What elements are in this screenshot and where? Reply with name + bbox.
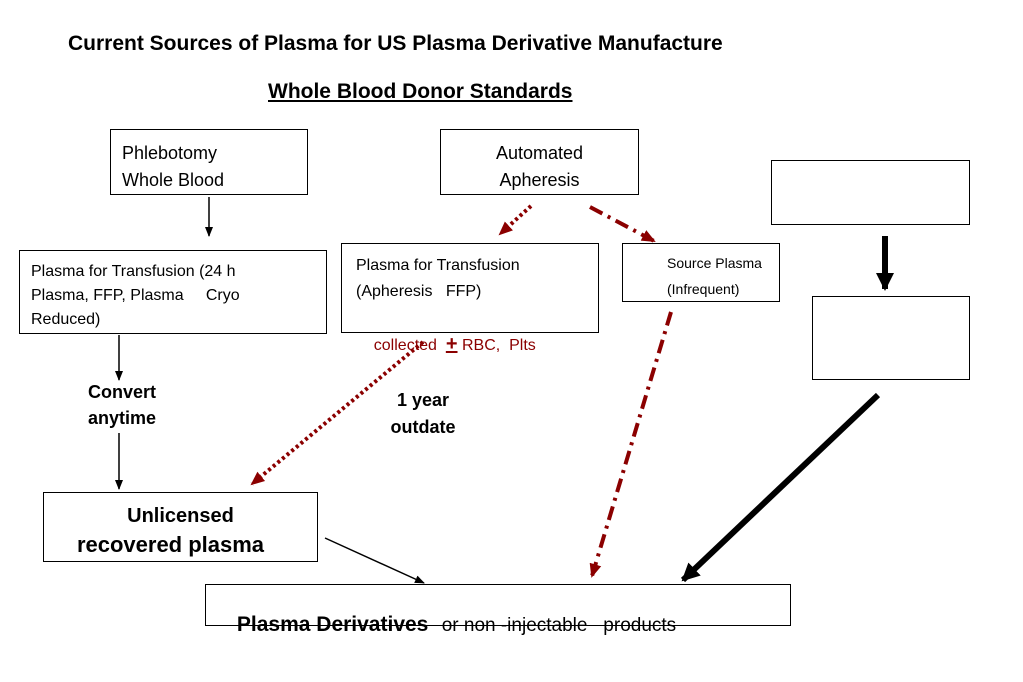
empty-box-top	[771, 160, 970, 225]
rbc-plts-text: RBC, Plts	[461, 337, 536, 354]
plus-sign: +	[445, 333, 458, 355]
arrow-automated-to-apheresis	[498, 204, 533, 236]
unlicensed-line1: Unlicensed	[127, 505, 234, 527]
automated-apheresis-box: Automated Apheresis	[440, 129, 639, 195]
convert-line2: anytime	[87, 408, 157, 428]
automated-line1: Automated	[495, 143, 584, 163]
arrow-unlicensed-to-derivatives	[324, 537, 425, 584]
phlebotomy-box: Phlebotomy Whole Blood	[110, 129, 308, 195]
plasma-derivatives-box: Plasma Derivatives or non -injectable pr…	[205, 584, 791, 636]
derivatives-rest: or non -injectable products	[441, 615, 677, 636]
diagram-title: Current Sources of Plasma for US Plasma …	[68, 32, 723, 55]
source-plasma-box: Source Plasma (Infrequent)	[622, 243, 780, 302]
plasma-transfusion-box: Plasma for Transfusion (24 h Plasma, FFP…	[19, 250, 327, 334]
arrow-automated-to-source	[589, 205, 656, 243]
convert-line1: Convert	[87, 382, 156, 402]
source-plasma-line1: Source Plasma	[667, 255, 762, 271]
derivatives-main: Plasma Derivatives	[236, 613, 429, 636]
empty-box-middle	[812, 296, 970, 380]
plasma-transfusion-line1: Plasma for Transfusion (24 h	[31, 263, 236, 280]
plasma-transfusion-line3: Reduced)	[31, 311, 101, 328]
phlebotomy-line1: Phlebotomy	[122, 143, 218, 163]
automated-line2: Apheresis	[499, 170, 580, 190]
arrow-apheresis-to-unlicensed	[250, 340, 425, 486]
outdate-line2: outdate	[390, 417, 456, 437]
phlebotomy-line2: Whole Blood	[122, 170, 225, 190]
unlicensed-line2: recovered plasma	[76, 532, 265, 557]
unlicensed-plasma-box: Unlicensed recovered plasma	[43, 492, 318, 562]
plasma-apheresis-line3: collected + RBC, Plts	[356, 305, 598, 385]
plasma-apheresis-line1: Plasma for Transfusion	[356, 257, 520, 274]
diagram-subtitle: Whole Blood Donor Standards	[268, 80, 573, 103]
plasma-apheresis-box: Plasma for Transfusion (Apheresis FFP) c…	[341, 243, 599, 355]
arrow-source-to-derivatives	[589, 311, 673, 578]
plasma-apheresis-line2: (Apheresis FFP)	[356, 283, 482, 300]
arrow-empty-middle-to-derivatives	[680, 392, 881, 583]
source-plasma-line2: (Infrequent)	[667, 281, 740, 297]
plasma-transfusion-line2: Plasma, FFP, Plasma Cryo	[31, 287, 240, 304]
outdate-line1: 1 year	[396, 390, 450, 410]
convert-anytime-label: Convert anytime	[62, 379, 182, 431]
outdate-label: 1 year outdate	[368, 387, 478, 441]
